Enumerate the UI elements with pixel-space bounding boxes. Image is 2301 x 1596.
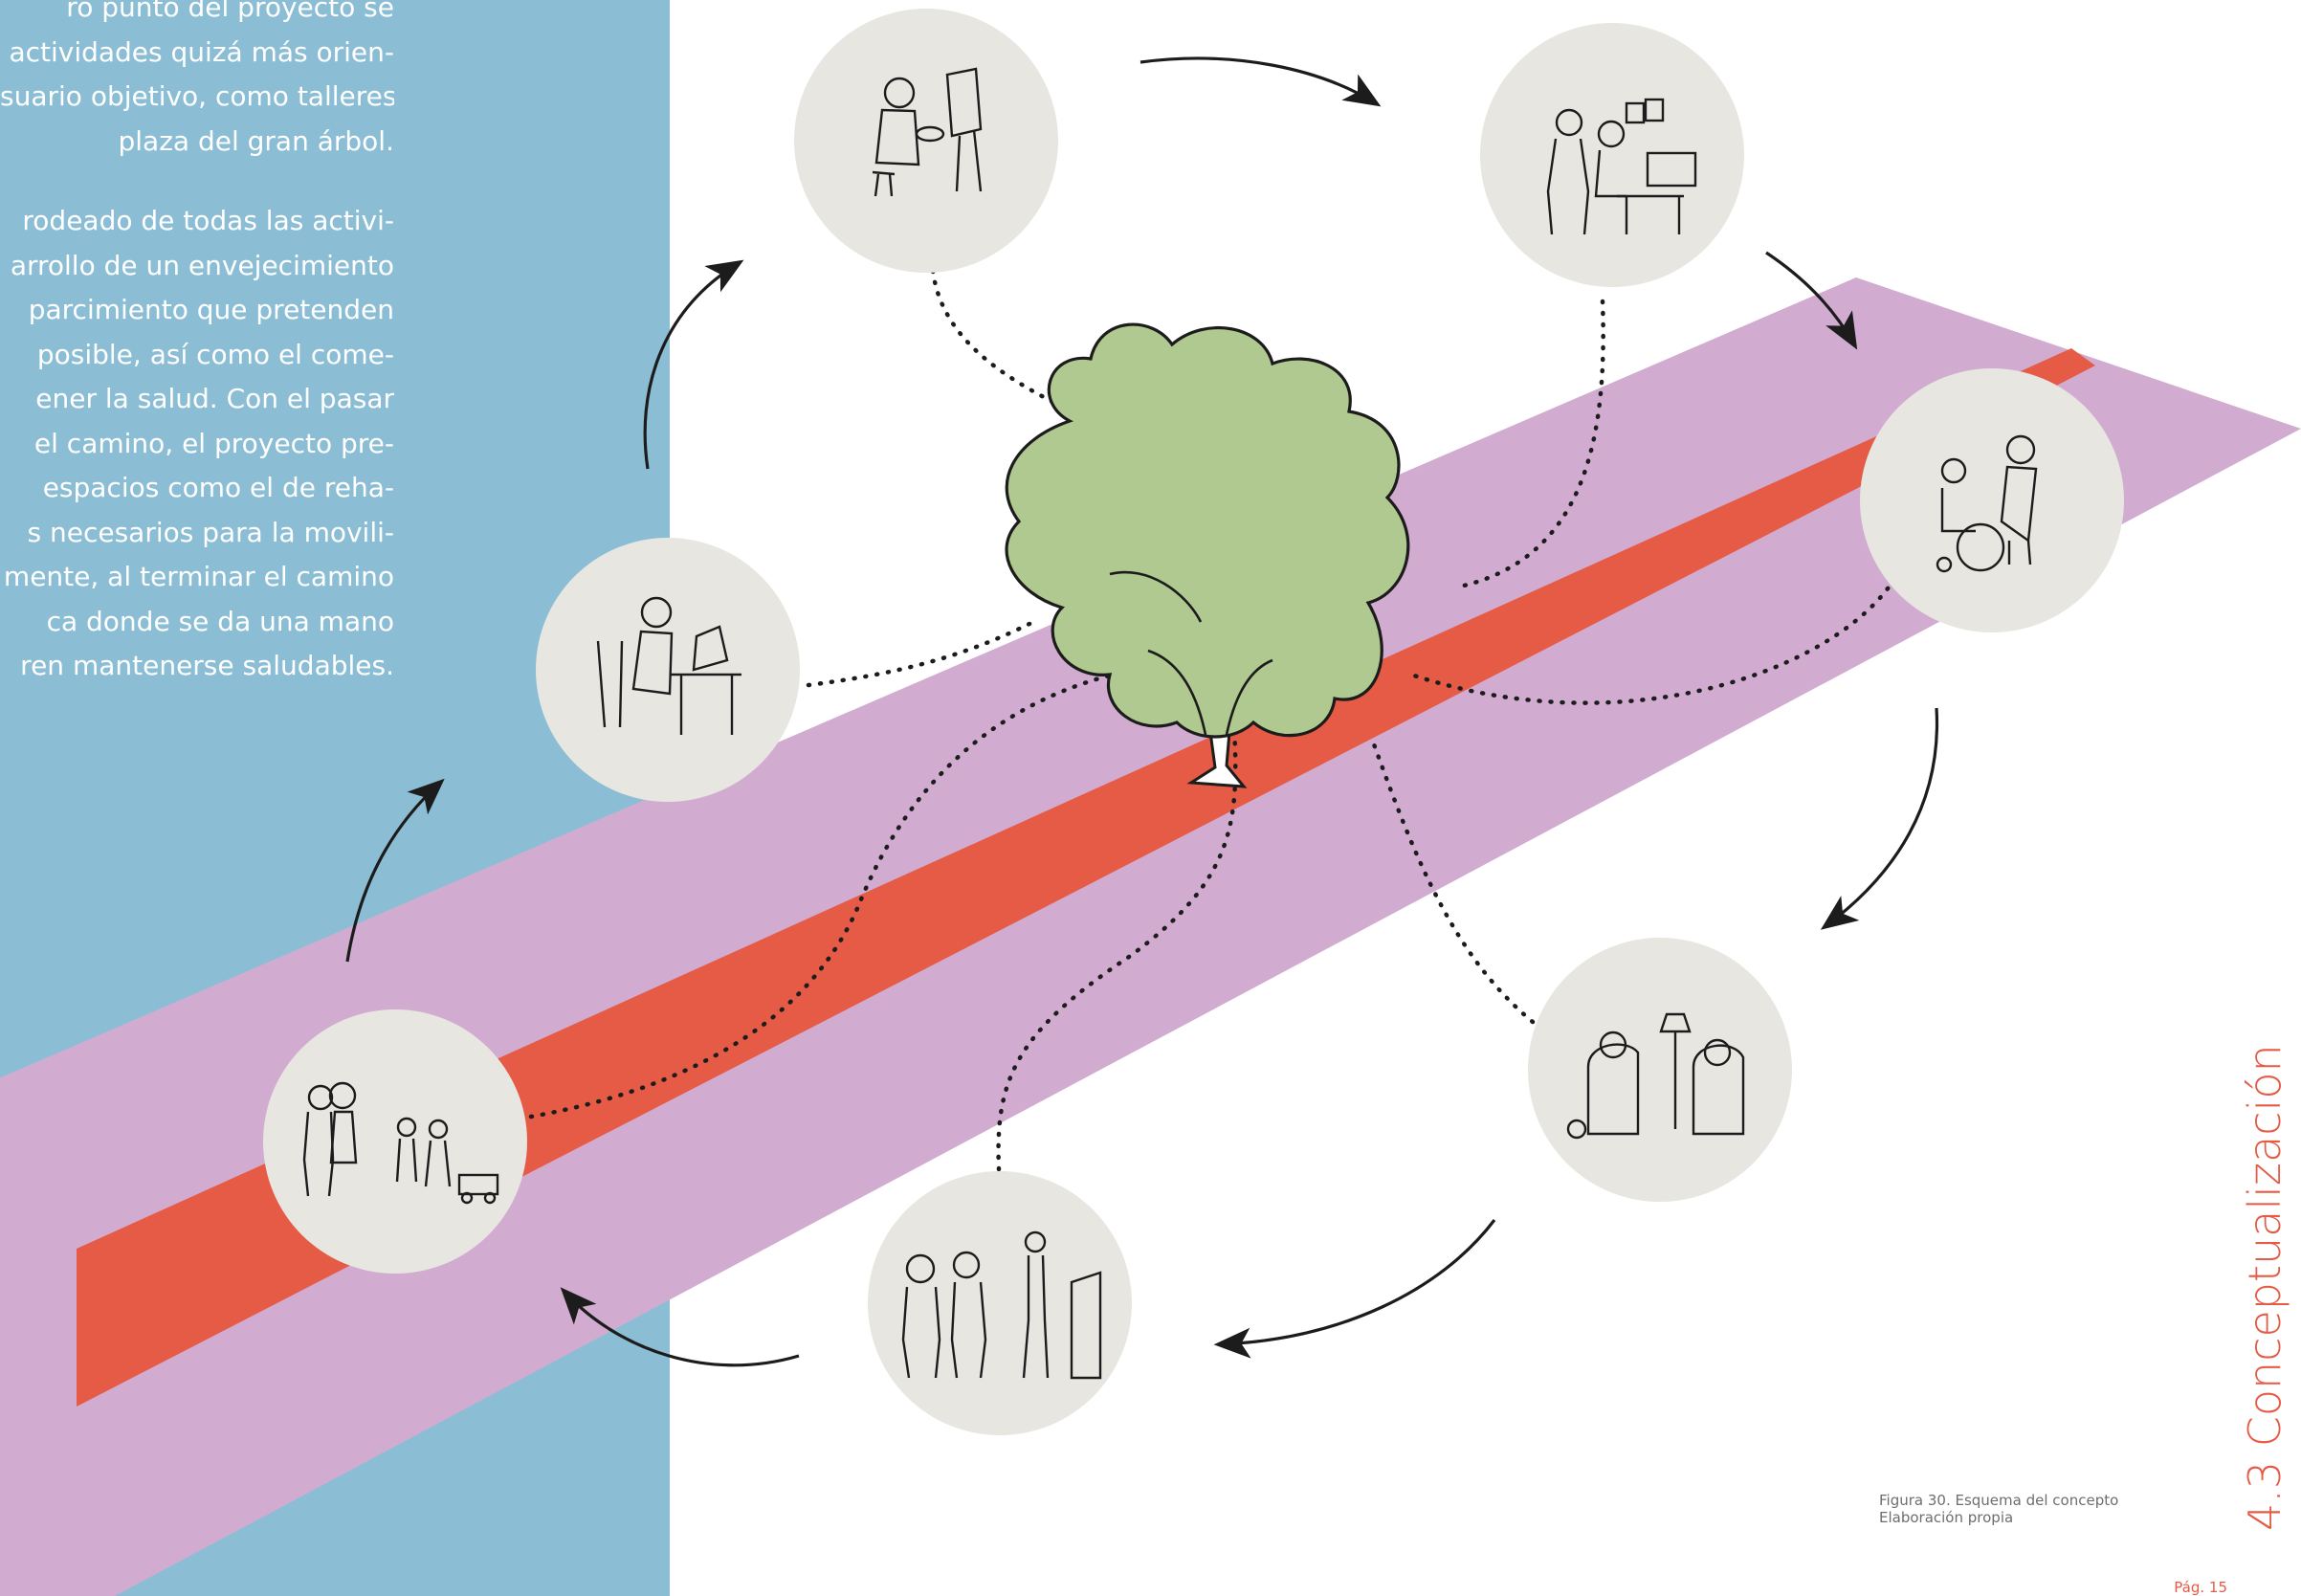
cycle-arrow <box>1213 1219 1496 1359</box>
paragraph-line: ener la salud. Con el pasar <box>35 383 394 414</box>
dotted-link <box>1461 299 1605 588</box>
elderly-couple-atm-icon <box>901 1230 1102 1380</box>
cycle-arrow <box>643 259 744 470</box>
elderly-couple-reading-lounge-icon <box>1566 1012 1745 1140</box>
red-path-stripe <box>77 348 2095 1407</box>
tree-canopy <box>1005 322 1410 739</box>
activity-circle-computer <box>1480 23 1744 287</box>
purple-path-band <box>0 277 2301 1596</box>
big-tree-icon <box>1005 322 1410 788</box>
section-title: 4.3 Conceptualización <box>2239 1044 2290 1531</box>
dotted-link <box>1408 576 1897 705</box>
cycle-arrow <box>560 1287 800 1367</box>
paragraph-line: plaza del gran árbol. <box>118 124 395 157</box>
paragraph-line: mente, al terminar el camino <box>3 561 394 592</box>
dotted-link <box>1370 739 1536 1025</box>
paragraph-line: parcimiento que pretenden <box>28 294 394 325</box>
paragraph-line: s necesarios para la movili- <box>27 516 395 548</box>
activity-circle-reading-lounge <box>1528 938 1792 1202</box>
activity-circle-painting <box>794 9 1058 273</box>
paragraph-line: el camino, el proyecto pre- <box>33 427 394 459</box>
paragraph-line: espacios como el de reha- <box>42 472 394 503</box>
cycle-arrow <box>345 778 445 963</box>
paragraph-line: rodeado de todas las activi- <box>22 205 394 236</box>
paragraph-line: suario objetivo, como talleres, <box>0 80 394 112</box>
description-paragraph-1: ro punto del proyecto se actividades qui… <box>0 0 394 164</box>
paragraph-line: ca donde se da una mano <box>46 605 394 637</box>
dotted-connections <box>528 268 1897 1172</box>
elderly-man-woodworking-icon <box>596 596 741 735</box>
elderly-woman-painting-icon <box>872 67 983 197</box>
cycle-arrow <box>1765 251 1858 350</box>
paragraph-line: arrollo de un envejecimiento <box>10 249 394 281</box>
page-number: Pág. 15 <box>2174 1579 2227 1596</box>
dotted-link <box>806 619 1036 688</box>
paragraph-line: ren mantenerse saludables. <box>20 650 394 681</box>
elderly-couple-computer-icon <box>1546 98 1697 235</box>
activity-circle-grandchildren <box>263 1009 527 1274</box>
caption-title: Figura 30. Esquema del concepto <box>1879 1492 2119 1509</box>
dotted-link <box>996 724 1238 1172</box>
paragraph-line: actividades quizá más orien- <box>9 35 394 68</box>
caregiver-wheelchair-icon <box>1936 434 2038 573</box>
paragraph-line: ro punto del proyecto se <box>66 0 394 23</box>
description-paragraph-2: rodeado de todas las activi- arrollo de … <box>0 199 394 689</box>
figure-caption: Figura 30. Esquema del concepto Elaborac… <box>1879 1492 2166 1526</box>
dotted-link <box>528 667 1137 1119</box>
dotted-link <box>930 268 1074 414</box>
cycle-arrow <box>1820 707 1939 930</box>
activity-circle-atm <box>868 1171 1132 1435</box>
caption-source: Elaboración propia <box>1879 1509 2014 1526</box>
cycle-arrow <box>1139 56 1382 107</box>
paragraph-line: posible, así como el come- <box>36 338 394 370</box>
tree-inner-lines <box>1109 570 1273 736</box>
activity-circle-woodworking <box>536 538 800 802</box>
grandparents-with-grandchildren-icon <box>302 1081 499 1205</box>
activity-circle-wheelchair <box>1860 368 2124 632</box>
activity-cycle-arrows <box>345 56 1939 1367</box>
